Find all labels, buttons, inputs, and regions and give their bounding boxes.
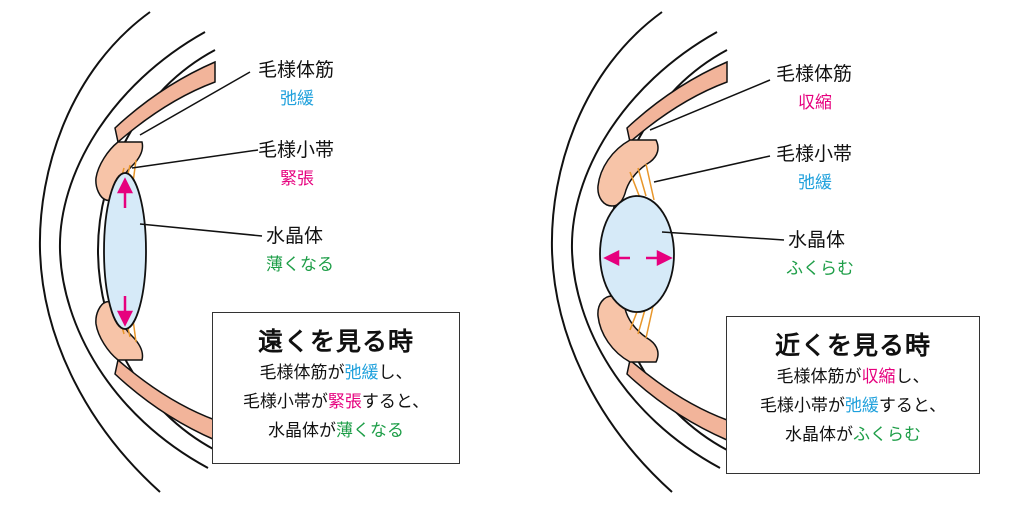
leader-lens (139, 223, 263, 237)
stretch-arrows (116, 177, 134, 327)
summary-line-3: 水晶体がふくらむ (785, 425, 921, 445)
label-ciliary-muscle: 毛様体筋 (258, 59, 335, 81)
eye-near-illustration (550, 11, 785, 493)
summary-box-near: 近くを見る時 毛様体筋が収縮し、 毛様小帯が弛緩すると、 水晶体がふくらむ (726, 316, 980, 474)
summary-line-2: 毛様小帯が弛緩すると、 (759, 396, 947, 416)
state-zonule: 緊張 (280, 169, 314, 189)
summary-line-1: 毛様体筋が収縮し、 (776, 367, 930, 387)
lens-thin (103, 172, 147, 330)
ciliary-muscle-upper (597, 139, 659, 207)
summary-title: 近くを見る時 (774, 331, 931, 360)
state-ciliary-muscle: 弛緩 (280, 89, 314, 109)
iris-lower (626, 358, 728, 442)
near-vision-panel: 毛様体筋 収縮 毛様小帯 弛緩 水晶体 ふくらむ 近くを見る時 毛様体筋が収縮し… (512, 0, 1024, 511)
zonule-fibers-upper (629, 163, 655, 201)
leader-muscle (649, 79, 771, 131)
summary-box-far: 遠くを見る時 毛様体筋が弛緩し、 毛様小帯が緊張すると、 水晶体が薄くなる (212, 312, 460, 464)
state-ciliary-muscle: 収縮 (798, 93, 832, 113)
leader-zonule (131, 149, 259, 169)
outer-sclera-line (550, 11, 673, 493)
summary-line-3: 水晶体が薄くなる (268, 421, 404, 441)
leader-lens (661, 231, 785, 241)
cornea-line (570, 31, 721, 469)
far-vision-panel: 毛様体筋 弛緩 毛様小帯 緊張 水晶体 薄くなる 遠くを見る時 毛様体筋が弛緩し… (38, 11, 460, 493)
expand-arrows (603, 249, 673, 267)
outer-sclera-line (38, 11, 161, 493)
summary-line-1: 毛様体筋が弛緩し、 (259, 363, 413, 383)
state-lens: ふくらむ (786, 259, 854, 279)
leader-muscle (139, 71, 251, 136)
eye-far-illustration (38, 11, 263, 493)
state-zonule: 弛緩 (798, 173, 832, 193)
leader-zonule (653, 155, 771, 183)
state-lens: 薄くなる (266, 255, 334, 275)
iris-lower (114, 358, 216, 442)
cornea-line (58, 31, 209, 469)
label-zonule: 毛様小帯 (258, 139, 335, 161)
lens-thick (599, 195, 675, 313)
label-ciliary-muscle: 毛様体筋 (776, 63, 853, 85)
summary-line-2: 毛様小帯が緊張すると、 (242, 392, 430, 412)
label-zonule: 毛様小帯 (776, 143, 853, 165)
label-lens: 水晶体 (266, 225, 324, 247)
iris-upper (626, 60, 728, 144)
summary-title: 遠くを見る時 (257, 327, 414, 356)
iris-upper (114, 60, 216, 144)
label-lens: 水晶体 (788, 229, 846, 251)
